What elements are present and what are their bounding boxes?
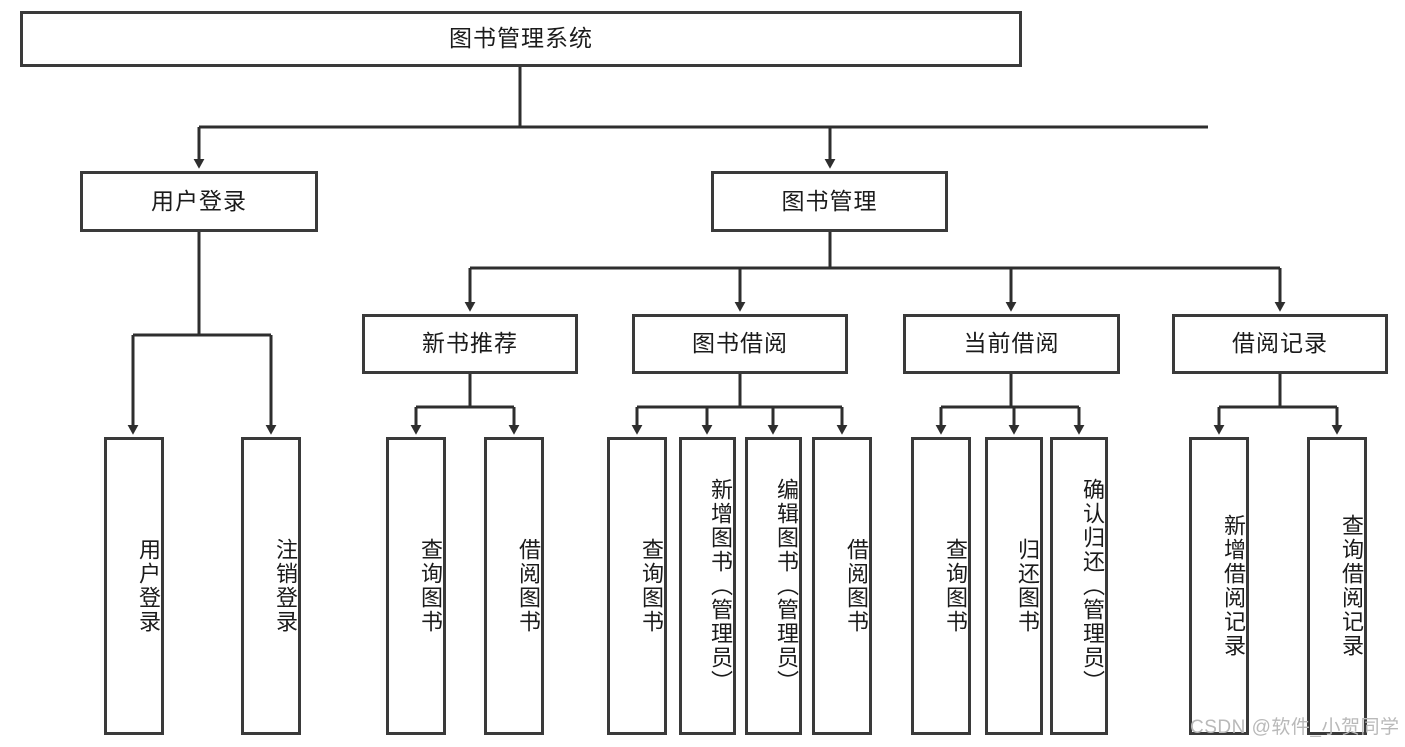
leaf-logout[interactable]: 注销登录: [241, 437, 301, 735]
leaf-query-borrow-record-label: 查询借阅记录: [1339, 514, 1364, 658]
node-user-login-label: 用户登录: [151, 187, 247, 214]
leaf-query-borrow-record[interactable]: 查询借阅记录: [1307, 437, 1367, 735]
leaf-confirm-return-admin-label: 确认归还（管理员）: [1080, 478, 1105, 694]
leaf-return-book-label: 归还图书: [1015, 538, 1040, 634]
node-new-book-recommend[interactable]: 新书推荐: [362, 314, 578, 374]
leaf-query-book-nb[interactable]: 查询图书: [386, 437, 446, 735]
leaf-add-book-admin[interactable]: 新增图书（管理员）: [679, 437, 736, 735]
leaf-query-book-nb-label: 查询图书: [418, 538, 443, 634]
leaf-query-book-bb[interactable]: 查询图书: [607, 437, 667, 735]
watermark: CSDN @软件_小贺同学: [1190, 717, 1400, 738]
leaf-query-book-cb[interactable]: 查询图书: [911, 437, 971, 735]
leaf-edit-book-admin-label: 编辑图书（管理员）: [774, 478, 799, 694]
node-book-borrow-label: 图书借阅: [692, 330, 788, 357]
node-book-borrow[interactable]: 图书借阅: [632, 314, 848, 374]
leaf-add-book-admin-label: 新增图书（管理员）: [708, 478, 733, 694]
node-new-book-recommend-label: 新书推荐: [422, 330, 518, 357]
node-current-borrow[interactable]: 当前借阅: [903, 314, 1120, 374]
node-current-borrow-label: 当前借阅: [963, 330, 1060, 357]
leaf-borrow-book-bb-label: 借阅图书: [844, 538, 869, 634]
leaf-add-borrow-record-label: 新增借阅记录: [1221, 514, 1246, 658]
leaf-borrow-book-bb[interactable]: 借阅图书: [812, 437, 872, 735]
leaf-return-book[interactable]: 归还图书: [985, 437, 1043, 735]
leaf-query-book-cb-label: 查询图书: [943, 538, 968, 634]
leaf-user-login[interactable]: 用户登录: [104, 437, 164, 735]
node-root[interactable]: 图书管理系统: [20, 11, 1022, 67]
leaf-borrow-book-nb-label: 借阅图书: [516, 538, 541, 634]
node-user-login[interactable]: 用户登录: [80, 171, 318, 232]
node-borrow-record-label: 借阅记录: [1232, 330, 1328, 357]
node-borrow-record[interactable]: 借阅记录: [1172, 314, 1388, 374]
leaf-logout-label: 注销登录: [273, 538, 298, 634]
leaf-edit-book-admin[interactable]: 编辑图书（管理员）: [745, 437, 802, 735]
node-root-label: 图书管理系统: [449, 25, 593, 52]
leaf-user-login-label: 用户登录: [136, 538, 161, 634]
node-book-manage[interactable]: 图书管理: [711, 171, 948, 232]
leaf-confirm-return-admin[interactable]: 确认归还（管理员）: [1050, 437, 1108, 735]
leaf-query-book-bb-label: 查询图书: [639, 538, 664, 634]
leaf-borrow-book-nb[interactable]: 借阅图书: [484, 437, 544, 735]
node-book-manage-label: 图书管理: [781, 187, 878, 214]
leaf-add-borrow-record[interactable]: 新增借阅记录: [1189, 437, 1249, 735]
